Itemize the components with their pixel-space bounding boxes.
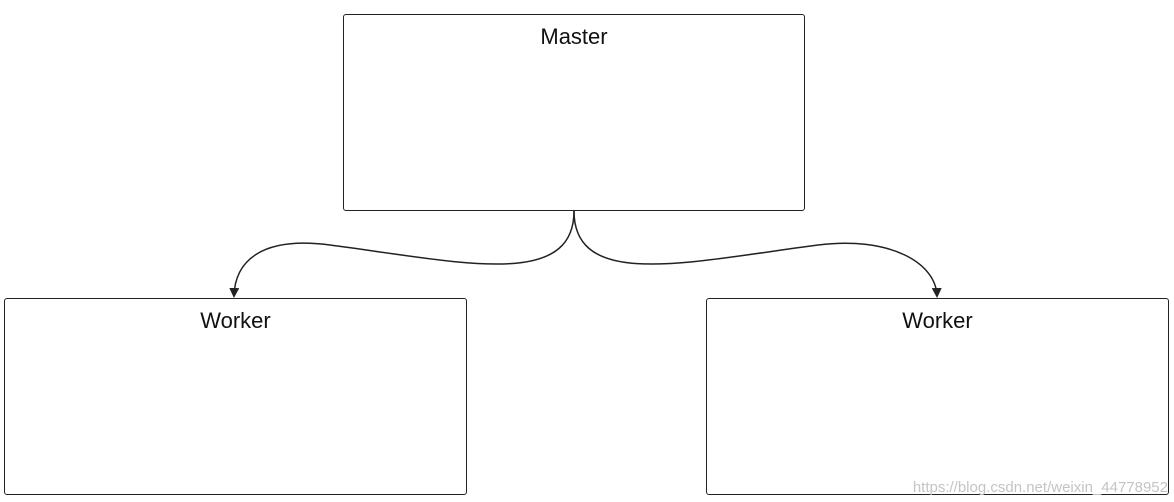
worker-left-label: Worker: [200, 308, 271, 333]
master-label: Master: [540, 24, 608, 49]
edge-master-to-worker-left: [229, 210, 575, 298]
worker-right-label: Worker: [902, 308, 973, 333]
edge-master-to-worker-right: [573, 210, 942, 298]
master-node: Master: [343, 14, 805, 211]
worker-node-right: Worker: [706, 298, 1169, 495]
worker-node-left: Worker: [4, 298, 467, 495]
watermark-text: https://blog.csdn.net/weixin_44778952: [912, 479, 1168, 496]
